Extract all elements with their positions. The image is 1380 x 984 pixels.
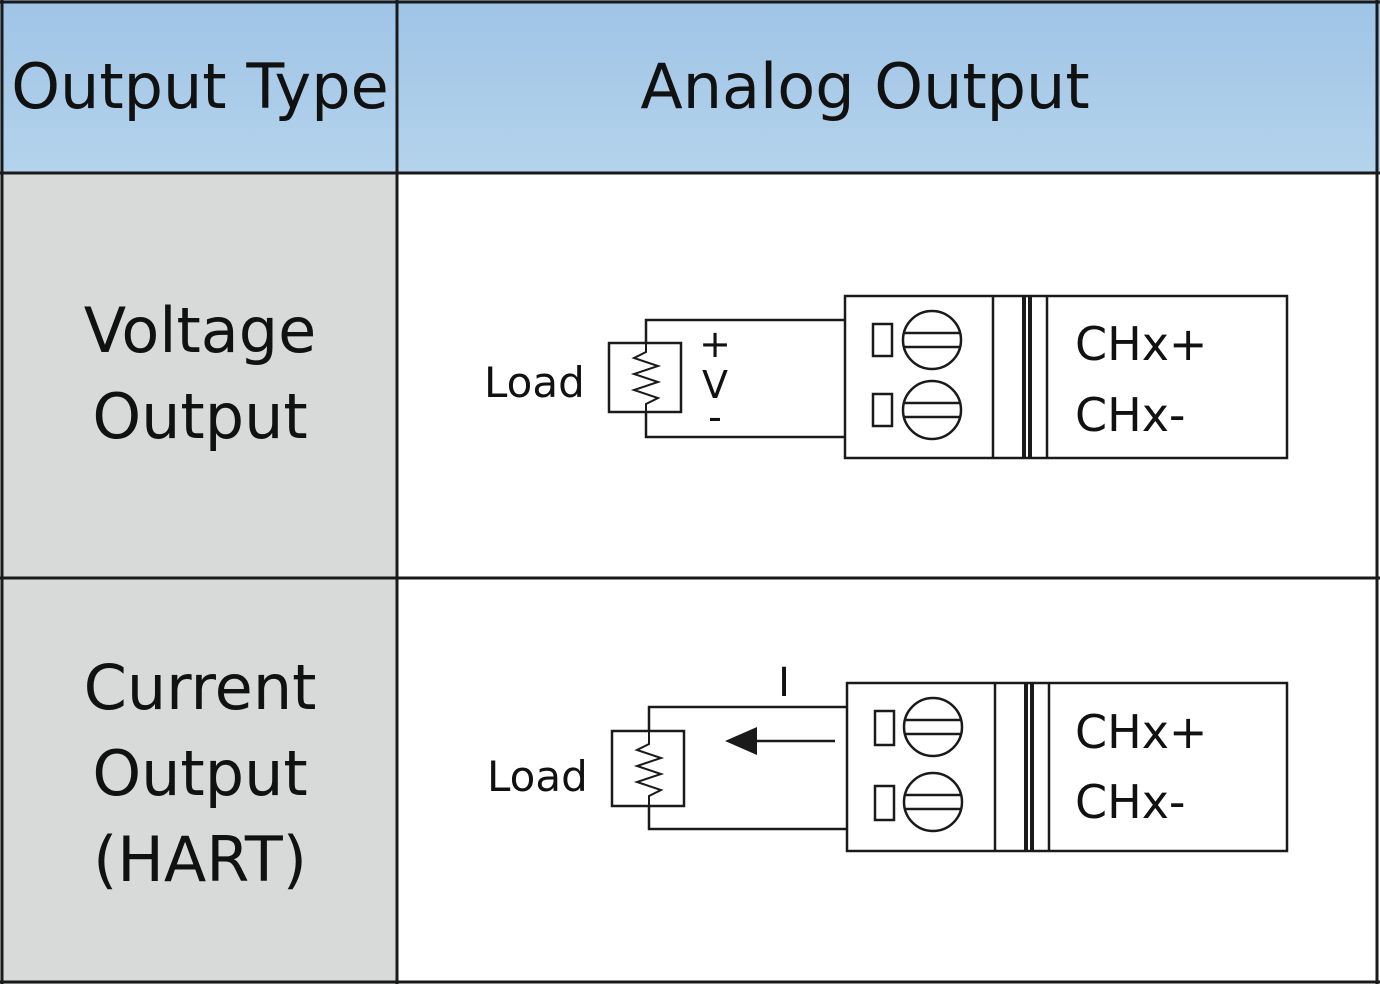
- voltage-v-label: V: [702, 363, 728, 407]
- current-arrow-head-icon: [725, 727, 757, 755]
- row-label-line: Voltage: [83, 294, 317, 367]
- header-output-type: Output Type: [11, 50, 389, 123]
- label-cell-voltage-bg: [0, 174, 396, 578]
- wire-negative: [644, 412, 845, 439]
- current-diagram-labels: Load I CHx+ CHx-: [487, 660, 1207, 829]
- row-label-line: Current: [83, 651, 317, 724]
- row-label-current-output: Current Output (HART): [4, 645, 396, 903]
- terminal-slot-bottom: [871, 392, 894, 428]
- terminal-slot-bottom: [873, 784, 896, 822]
- terminal-slot-top: [871, 322, 894, 358]
- row-label-line: Output: [92, 380, 308, 453]
- voltage-plus-label: +: [699, 322, 731, 366]
- terminal-slot-top: [873, 709, 896, 747]
- screw-bottom-icon: [902, 771, 964, 833]
- header-analog-output: Analog Output: [640, 50, 1090, 123]
- voltage-diagram-labels: Load + V - CHx+ CHx-: [484, 317, 1207, 442]
- voltage-terminal-bottom-label: CHx-: [1075, 388, 1186, 442]
- screw-top-icon: [901, 309, 963, 371]
- wire-positive: [647, 705, 847, 731]
- label-cell-current-bg: [0, 579, 396, 984]
- current-load-label: Load: [487, 752, 588, 801]
- current-i-label: I: [778, 660, 790, 706]
- resistor-zigzag-icon: [633, 731, 665, 806]
- voltage-minus-label: -: [708, 395, 722, 439]
- screw-bottom-icon: [901, 379, 963, 441]
- current-terminal-top-label: CHx+: [1075, 705, 1207, 759]
- resistor-zigzag-icon: [630, 343, 662, 412]
- wire-negative: [647, 806, 847, 831]
- voltage-wiring-diagram: [607, 294, 1289, 460]
- wire-positive: [644, 318, 845, 343]
- screw-top-icon: [902, 696, 964, 758]
- row-label-line: Output: [92, 737, 308, 810]
- row-label-voltage-output: Voltage Output: [4, 288, 396, 460]
- current-wiring-diagram: [610, 681, 1289, 853]
- voltage-load-label: Load: [484, 358, 585, 407]
- row-label-line: (HART): [93, 823, 307, 896]
- voltage-terminal-top-label: CHx+: [1075, 317, 1207, 371]
- current-terminal-bottom-label: CHx-: [1075, 775, 1186, 829]
- header-background: [0, 0, 1380, 173]
